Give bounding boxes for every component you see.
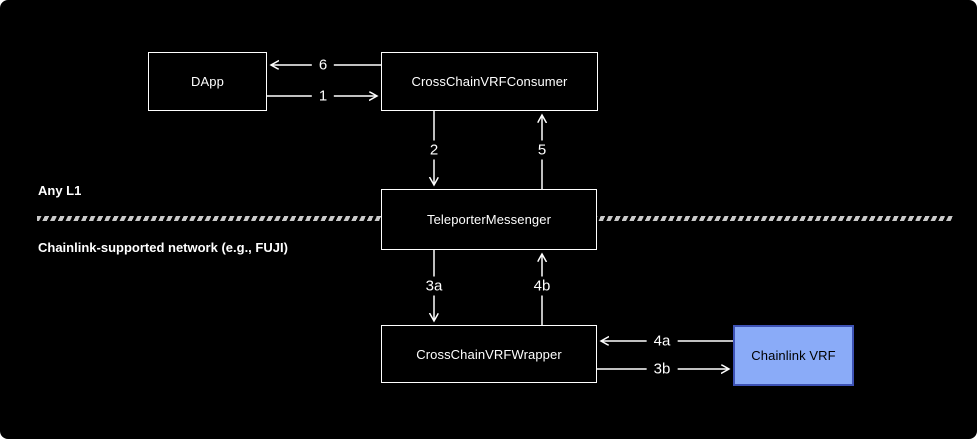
chainlink-network-region-label: Chainlink-supported network (e.g., FUJI) bbox=[38, 240, 288, 255]
crosschainvrfconsumer-node: CrossChainVRFConsumer bbox=[381, 52, 598, 111]
any-l1-region-label: Any L1 bbox=[38, 183, 82, 198]
step-4a-label: 4a bbox=[646, 331, 678, 351]
step-3a-label: 3a bbox=[418, 276, 450, 296]
crosschainvrfconsumer-node-label: CrossChainVRFConsumer bbox=[411, 74, 568, 89]
crosschainvrfwrapper-node-label: CrossChainVRFWrapper bbox=[416, 346, 562, 362]
teleportermessenger-node-label: TeleporterMessenger bbox=[426, 212, 552, 227]
teleportermessenger-node: TeleporterMessenger bbox=[381, 189, 597, 250]
chainlink-vrf-node-label: Chainlink VRF bbox=[751, 348, 836, 363]
step-2-label: 2 bbox=[422, 140, 446, 160]
step-5-label: 5 bbox=[530, 140, 554, 160]
dapp-node: DApp bbox=[148, 52, 267, 111]
step-3b-label: 3b bbox=[646, 359, 678, 379]
chainlink-vrf-node: Chainlink VRF bbox=[733, 325, 854, 386]
step-6-label: 6 bbox=[311, 55, 335, 75]
crosschainvrfwrapper-node: CrossChainVRFWrapper bbox=[381, 325, 597, 383]
dapp-node-label: DApp bbox=[191, 74, 224, 89]
step-4b-label: 4b bbox=[526, 276, 558, 296]
step-1-label: 1 bbox=[311, 86, 335, 106]
